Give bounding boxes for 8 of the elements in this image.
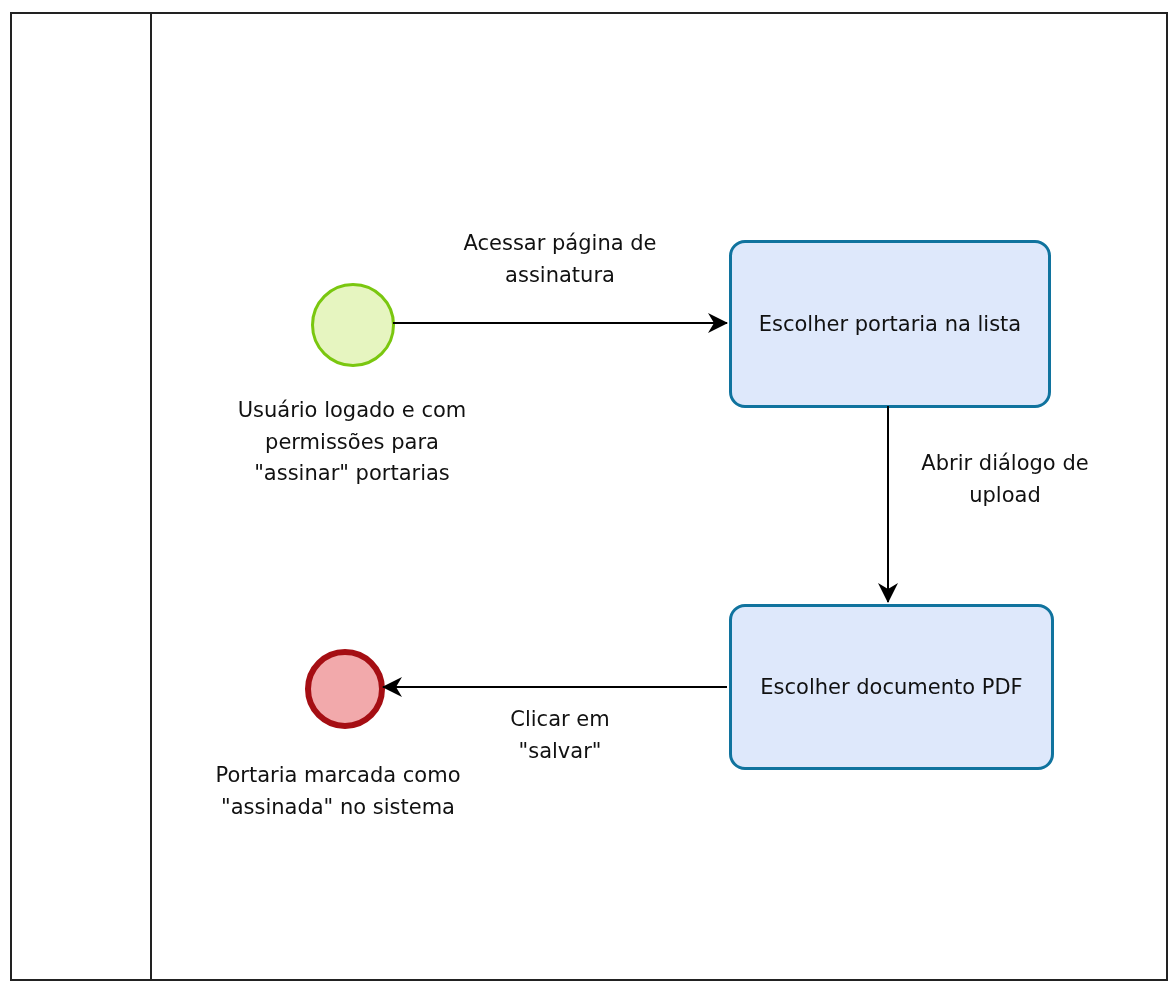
event-label: Portaria marcada como "assinada" no sistema (214, 762, 462, 821)
arrow (392, 313, 728, 333)
task-box: Escolher documento PDF (729, 604, 1054, 770)
pool (10, 12, 1168, 981)
event-label: Usuário logado e com permissões para "assinar" portarias (236, 397, 468, 487)
arrow (382, 677, 728, 697)
arrow (878, 405, 898, 603)
task-box: Escolher portaria na lista (729, 240, 1051, 408)
